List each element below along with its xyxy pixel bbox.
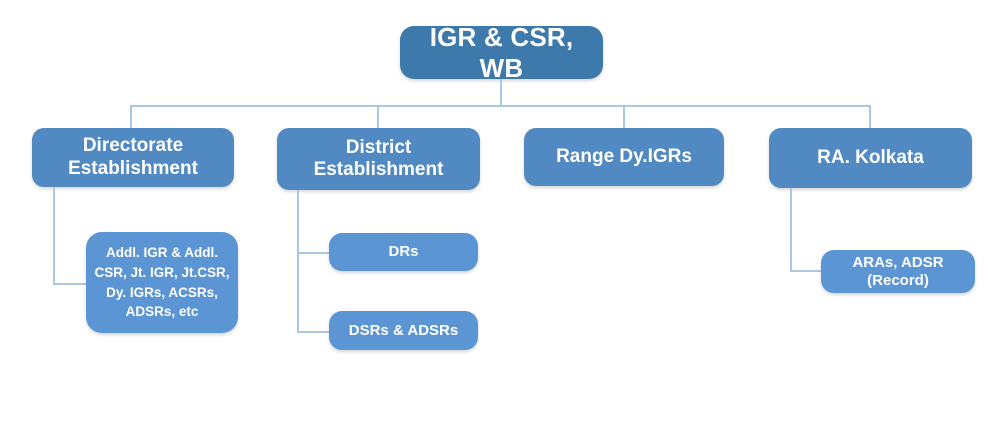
connector-directorate-trunk xyxy=(53,187,55,284)
node-district-establishment-label: District Establishment xyxy=(313,136,444,180)
node-range-dy-igrs-label: Range Dy.IGRs xyxy=(556,145,692,167)
connector-drop-directorate xyxy=(130,105,132,128)
node-drs-label: DRs xyxy=(388,243,419,261)
node-aras-adsr-record-label: ARAs, ADSR (Record) xyxy=(852,253,944,289)
connector-drop-ra-kolkata xyxy=(869,105,871,128)
node-district-establishment[interactable]: District Establishment xyxy=(277,128,480,190)
node-dsrs-adsrs[interactable]: DSRs & ADSRs xyxy=(329,311,478,350)
connector-root-stem xyxy=(500,79,502,105)
node-root-igr-csr-wb[interactable]: IGR & CSR, WB xyxy=(400,22,603,83)
connector-drop-district xyxy=(377,105,379,128)
connector-district-arm-2 xyxy=(297,331,331,333)
connector-ra-kolkata-arm-1 xyxy=(790,270,823,272)
connector-district-trunk xyxy=(297,190,299,333)
node-drs[interactable]: DRs xyxy=(329,233,478,271)
node-root-label: IGR & CSR, WB xyxy=(429,21,574,83)
node-dsrs-adsrs-label: DSRs & ADSRs xyxy=(348,321,459,339)
node-ra-kolkata-label: RA. Kolkata xyxy=(817,146,924,168)
node-addl-igr-group-label: Addl. IGR & Addl. CSR, Jt. IGR, Jt.CSR, … xyxy=(94,245,230,320)
connector-division-bus xyxy=(130,105,871,107)
connector-drop-range xyxy=(623,105,625,128)
node-aras-adsr-record[interactable]: ARAs, ADSR (Record) xyxy=(821,250,975,293)
connector-directorate-arm-1 xyxy=(53,283,88,285)
node-ra-kolkata[interactable]: RA. Kolkata xyxy=(769,128,972,188)
connector-ra-kolkata-trunk xyxy=(790,188,792,272)
connector-district-arm-1 xyxy=(297,252,331,254)
node-range-dy-igrs[interactable]: Range Dy.IGRs xyxy=(524,128,724,186)
node-addl-igr-group[interactable]: Addl. IGR & Addl. CSR, Jt. IGR, Jt.CSR, … xyxy=(86,232,238,333)
node-directorate-establishment[interactable]: Directorate Establishment xyxy=(32,128,234,187)
node-directorate-establishment-label: Directorate Establishment xyxy=(68,135,198,179)
